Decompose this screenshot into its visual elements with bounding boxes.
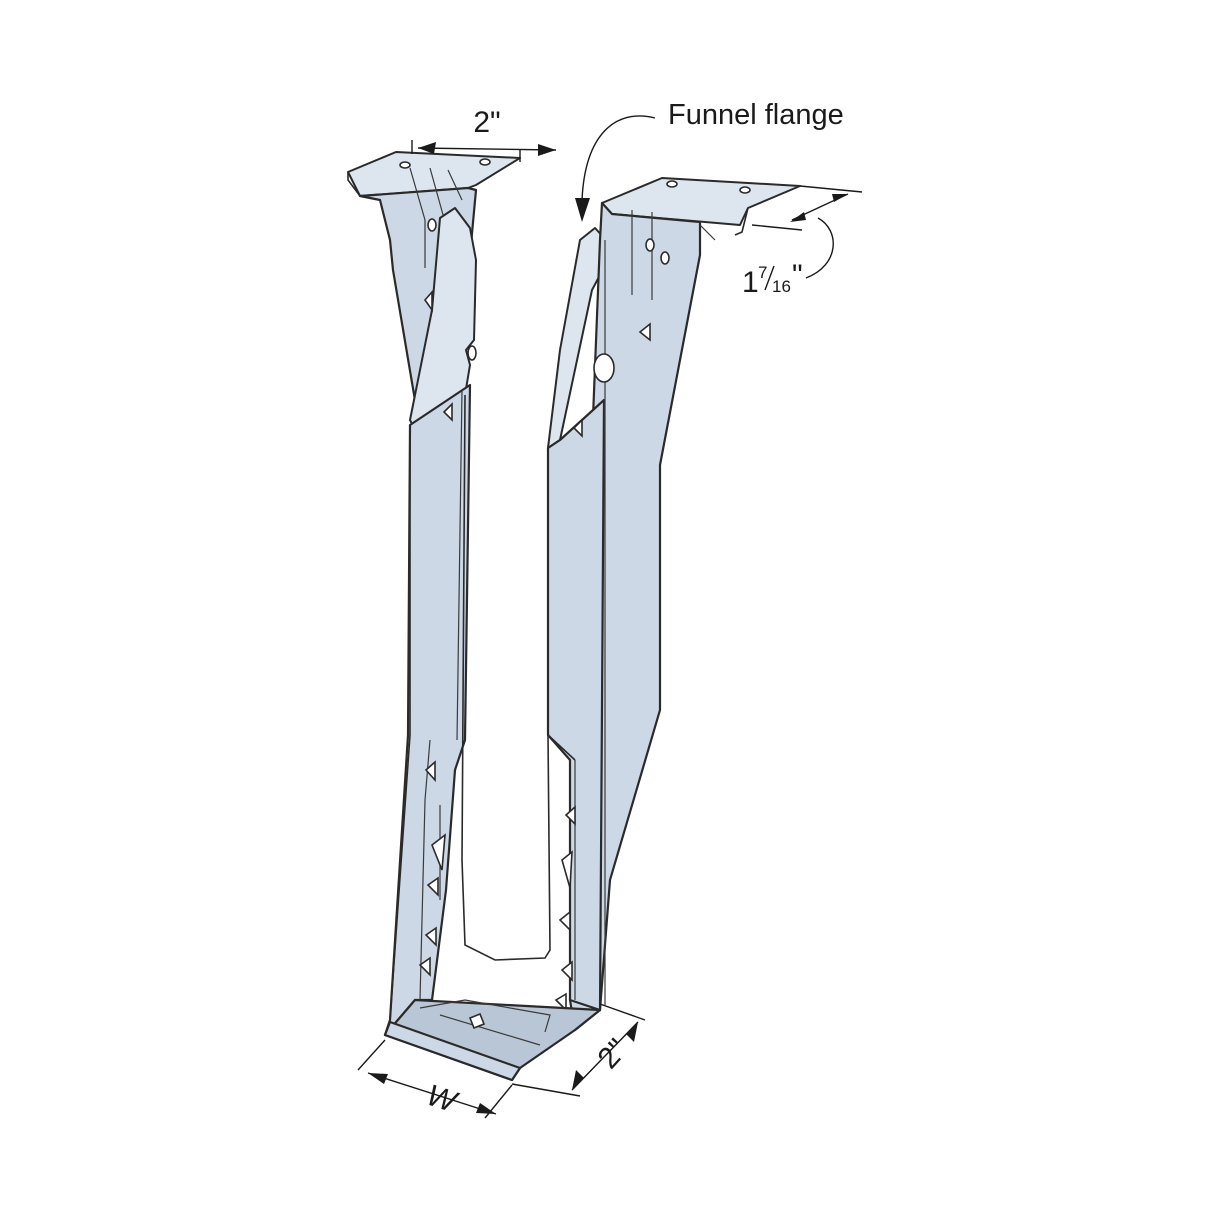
flange-depth-inch: " xyxy=(792,259,803,292)
seat-depth-label: 2" xyxy=(592,1033,635,1075)
left-top-flange xyxy=(347,151,521,197)
left-hanger-side xyxy=(347,151,521,1037)
hanger-seat xyxy=(383,394,602,1082)
funnel-flange-label: Funnel flange xyxy=(668,99,844,131)
top-width-dimension: 2" xyxy=(411,106,557,162)
flange-depth-whole: 1 xyxy=(742,266,759,299)
flange-depth-den: 16 xyxy=(772,277,791,296)
right-hanger-side xyxy=(546,177,801,1032)
flange-depth-num: 7 xyxy=(758,263,767,282)
left-funnel-fin xyxy=(409,207,477,431)
flange-depth-dimension: 1 7 16 " xyxy=(742,185,863,299)
funnel-flange-callout: Funnel flange xyxy=(575,99,844,222)
right-side-plate xyxy=(546,398,606,1012)
top-width-label: 2" xyxy=(473,106,500,139)
right-funnel-fin xyxy=(547,227,607,449)
seat-width-label: W xyxy=(423,1079,463,1120)
large-hole xyxy=(593,353,615,383)
